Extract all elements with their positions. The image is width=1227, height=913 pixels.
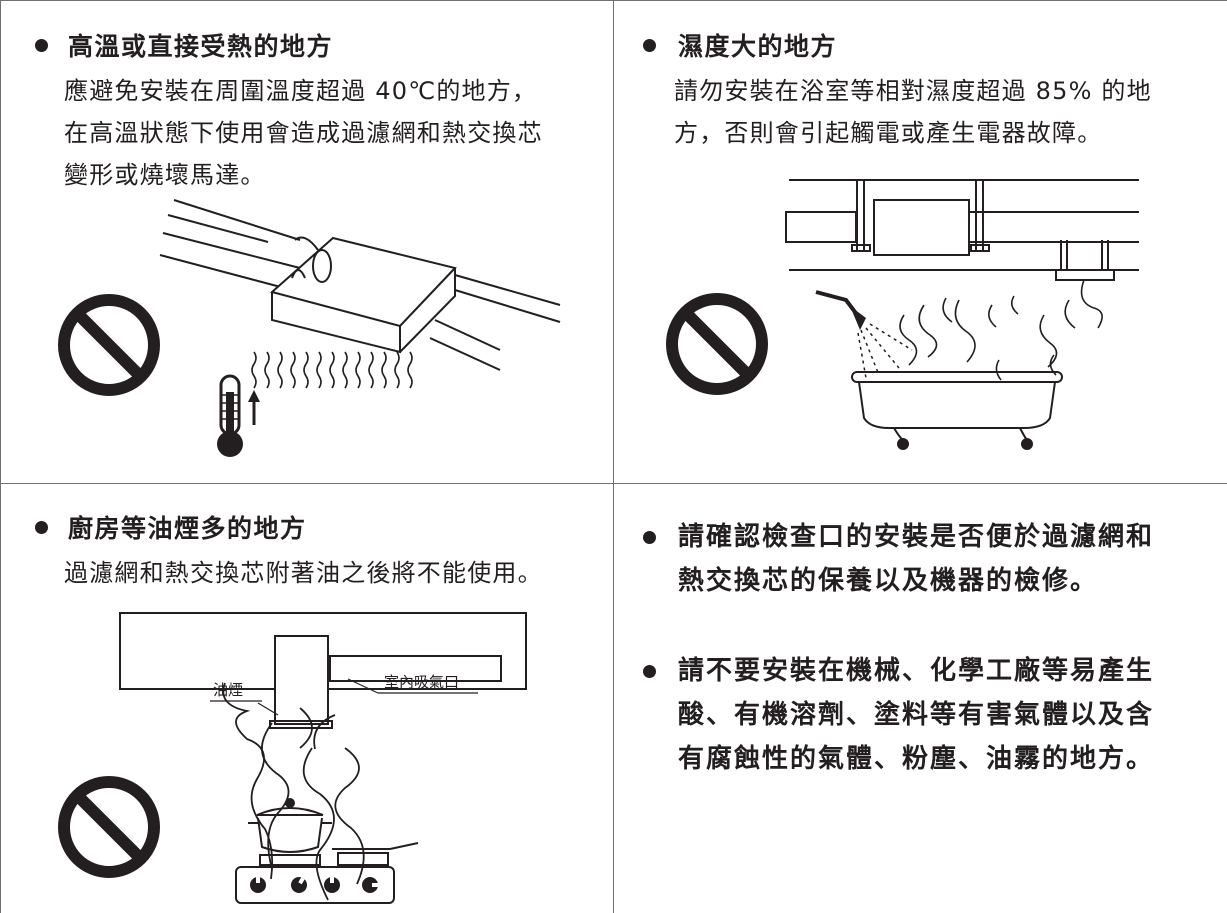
steam	[899, 279, 1103, 381]
thermometer-icon	[217, 374, 260, 457]
section-title: 濕度大的地方	[678, 32, 838, 61]
body-line-1: 過濾網和熱交換芯附著油之後將不能使用。	[64, 559, 543, 587]
stove-icon	[235, 852, 395, 904]
ceiling-unit	[785, 179, 1139, 281]
note-line-1: 請確認檢查口的安裝是否便於過濾網和	[678, 522, 1155, 552]
label-leaders	[210, 678, 478, 716]
prohibition-icon	[58, 776, 160, 878]
bullet-icon	[35, 39, 48, 52]
note-line-1: 請不要安裝在機械、化學工廠等易產生	[678, 656, 1155, 686]
prohibition-icon	[666, 293, 768, 395]
shower-icon	[815, 290, 913, 379]
prohibition-icon	[58, 294, 160, 396]
outer-border-left	[0, 0, 1, 913]
indoor-intake-label: 室內吸氣口	[384, 673, 459, 691]
humidity-illustration	[666, 179, 1139, 450]
bullet-icon	[35, 521, 48, 534]
bullet-icon	[643, 665, 656, 678]
body-line-3: 變形或燒壞馬達。	[64, 161, 266, 189]
body-line-1: 請勿安裝在浴室等相對濕度超過 85% 的地	[674, 77, 1152, 105]
section-title: 廚房等油煙多的地方	[68, 514, 307, 543]
section-title: 高溫或直接受熱的地方	[68, 32, 334, 61]
note-line-2: 酸、有機溶劑、塗料等有害氣體以及含	[678, 700, 1155, 730]
high-temp-illustration	[58, 199, 561, 457]
body-line-2: 在高溫狀態下使用會造成過濾網和熱交換芯	[64, 119, 543, 147]
column-divider	[613, 0, 614, 913]
body-line-2: 方，否則會引起觸電或產生電器故障。	[674, 119, 1103, 147]
ceiling-unit	[119, 612, 527, 729]
body-line-1: 應避免安裝在周圍溫度超過 40℃的地方，	[64, 77, 538, 105]
duct-unit	[159, 199, 561, 371]
pan-icon	[332, 842, 419, 850]
bathtub-icon	[851, 371, 1063, 450]
bullet-icon	[643, 39, 656, 52]
oil-smoke	[222, 682, 365, 901]
pot-icon	[248, 798, 332, 853]
oil-smoke-label: 油煙	[213, 681, 243, 699]
note-line-3: 有腐蝕性的氣體、粉塵、油霧的地方。	[678, 744, 1155, 774]
heat-waves-icon	[251, 351, 413, 389]
kitchen-illustration: 油煙 室內吸氣口	[58, 612, 527, 904]
bullet-icon	[643, 531, 656, 544]
row-divider	[0, 483, 1227, 484]
note-line-2: 熱交換芯的保養以及機器的檢修。	[678, 566, 1099, 596]
